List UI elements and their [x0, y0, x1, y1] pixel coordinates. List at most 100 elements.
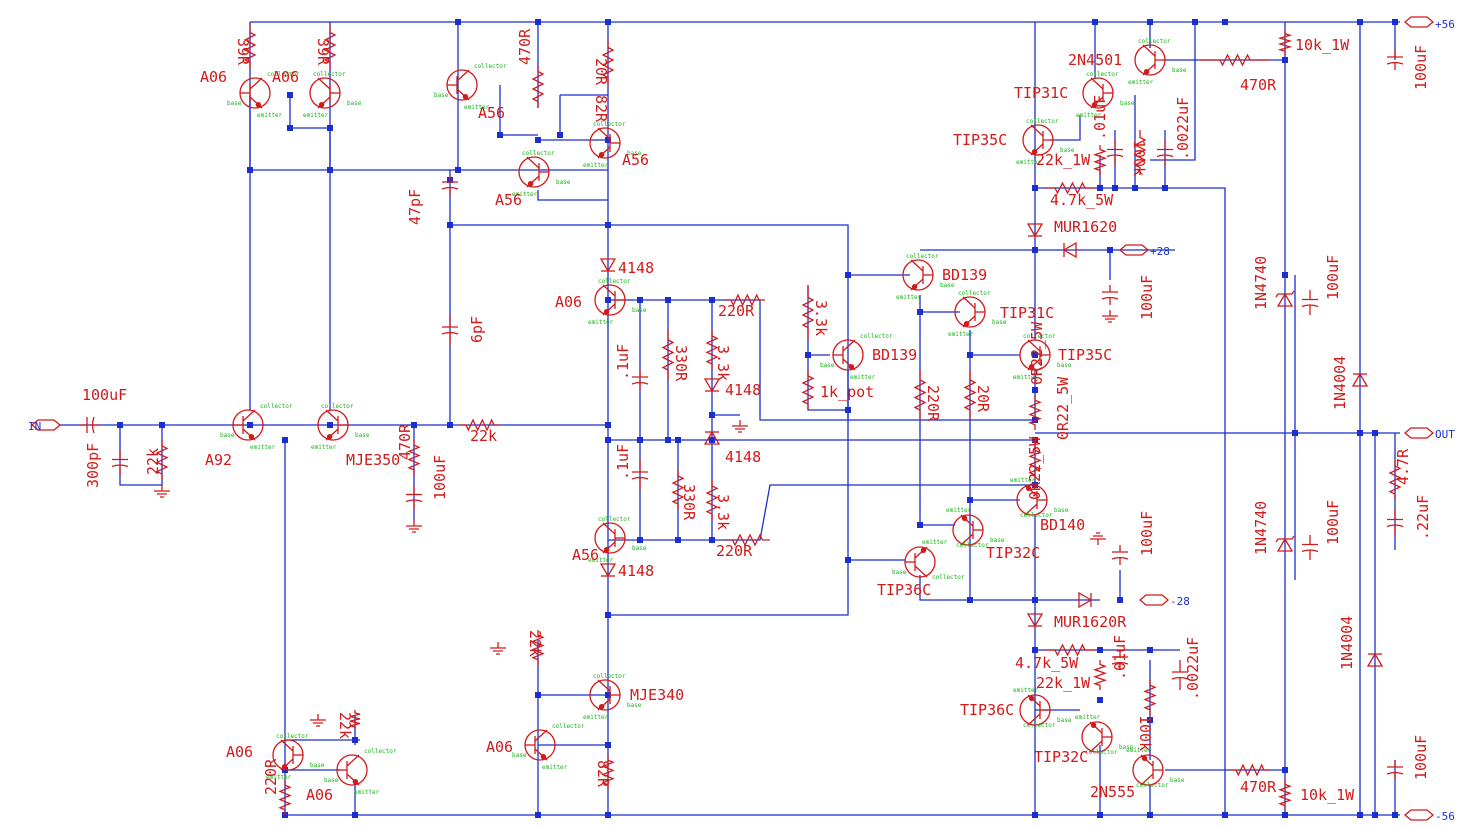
r33k-vbe-label: 3.3k	[812, 300, 830, 336]
zener-bar	[1275, 535, 1295, 543]
resistor	[407, 440, 421, 475]
q-2n4501	[1134, 44, 1166, 76]
capacitor	[1386, 50, 1404, 70]
d4004-bottom-label: 1N4004	[1338, 616, 1356, 670]
ground-icon	[490, 642, 506, 655]
c100uf-in-label: 100uF	[82, 386, 127, 404]
r82-bottom-label: 82R	[594, 760, 612, 788]
c0022uf-top-label: .0022uF	[1174, 97, 1192, 160]
q-mje350	[317, 409, 349, 441]
junction-dot	[1132, 185, 1138, 191]
pin-label-collector: collector	[958, 290, 991, 297]
resistor	[349, 710, 361, 730]
pin-label-emitter: emitter	[303, 112, 329, 119]
q-tip32c-reg	[1081, 721, 1113, 753]
pin-label-base: base	[892, 569, 907, 576]
pin-label-emitter: emitter	[1075, 714, 1101, 721]
junction-dot	[287, 92, 293, 98]
ground-icon	[1090, 532, 1106, 545]
q-tip36c	[904, 546, 936, 578]
pin-label-emitter: emitter	[1010, 477, 1036, 484]
junction-dot	[535, 692, 541, 698]
junction-dot	[282, 437, 288, 443]
r330-top-label: 330R	[672, 345, 690, 382]
c100uf-n28-label: 100uF	[1138, 511, 1156, 556]
junction-dot	[1192, 19, 1198, 25]
junction-dot	[1282, 812, 1288, 818]
junction-dot	[1097, 812, 1103, 818]
pin-label-emitter: emitter	[1016, 159, 1042, 166]
pin-label-collector: collector	[552, 723, 585, 730]
junction-dot	[1282, 272, 1288, 278]
diode	[599, 563, 617, 578]
junction-dot	[605, 137, 611, 143]
capacitor	[405, 485, 423, 510]
junction-dot	[535, 19, 541, 25]
junction-dot	[637, 537, 643, 543]
mur1620r-label: MUR1620R	[1054, 613, 1127, 631]
junction-dot	[327, 167, 333, 173]
junction-dot	[917, 522, 923, 528]
resistor	[1093, 145, 1107, 175]
junction-dot	[605, 422, 611, 428]
r39-right-label: 39R	[314, 38, 332, 66]
junction-dot	[605, 692, 611, 698]
pin-label-base: base	[632, 545, 647, 552]
wire	[499, 85, 538, 136]
pin-label-base: base	[1060, 147, 1075, 154]
junction-dot	[605, 297, 611, 303]
diode	[1026, 613, 1044, 628]
junction-dot	[1032, 647, 1038, 653]
resistor	[913, 370, 927, 420]
capacitor	[1301, 290, 1319, 315]
resistor	[963, 370, 977, 420]
q-a92	[232, 409, 264, 441]
c01uf-top-label: .01uF	[1091, 95, 1109, 140]
pin-label-collector: collector	[522, 150, 555, 157]
n28-label: -28	[1170, 595, 1190, 608]
c100uf-neg-label: 100uF	[1412, 735, 1430, 780]
junction-dot	[605, 437, 611, 443]
resistor	[801, 285, 815, 340]
pin-label-base: base	[632, 307, 647, 314]
transistor-label: TIP31C	[1014, 84, 1068, 102]
junction-dot	[535, 812, 541, 818]
pin-label-base: base	[1119, 744, 1134, 751]
junction-dot	[967, 352, 973, 358]
capacitor	[441, 315, 459, 345]
junction-dot	[1112, 185, 1118, 191]
pin-label-emitter: emitter	[896, 294, 922, 301]
junction-dot	[1032, 437, 1038, 443]
diode	[703, 378, 721, 393]
zobel-c-label: .22uF	[1414, 495, 1432, 540]
junction-dot	[1162, 185, 1168, 191]
junction-dot	[1032, 597, 1038, 603]
pin-label-emitter: emitter	[542, 764, 568, 771]
pin-label-base: base	[556, 179, 571, 186]
r22k-1w-top-label: 22k_1W	[1036, 151, 1091, 169]
q-tip36c-reg	[1019, 694, 1051, 726]
junction-dot	[535, 137, 541, 143]
pin-label-base: base	[940, 282, 955, 289]
q-tip35c-reg	[1022, 124, 1054, 156]
pin-label-base: base	[227, 100, 242, 107]
transistor-label: A06	[555, 293, 582, 311]
pin-label-collector: collector	[321, 403, 354, 410]
junction-dot	[1392, 19, 1398, 25]
in-port-label: IN	[28, 420, 41, 433]
pin-label-base: base	[324, 777, 339, 784]
q-input-right	[309, 77, 341, 109]
junction-dot	[805, 352, 811, 358]
pin-label-emitter: emitter	[266, 774, 292, 781]
q-tip35c	[1019, 339, 1051, 371]
q-ccs-a06	[524, 729, 556, 761]
junction-dot	[1147, 812, 1153, 818]
junction-dot	[455, 167, 461, 173]
q-input-left	[239, 77, 271, 109]
junction-dot	[1292, 430, 1298, 436]
junction-dot	[327, 422, 333, 428]
junction-dot	[247, 422, 253, 428]
q-bd140	[1016, 484, 1048, 516]
capacitor	[80, 416, 100, 434]
